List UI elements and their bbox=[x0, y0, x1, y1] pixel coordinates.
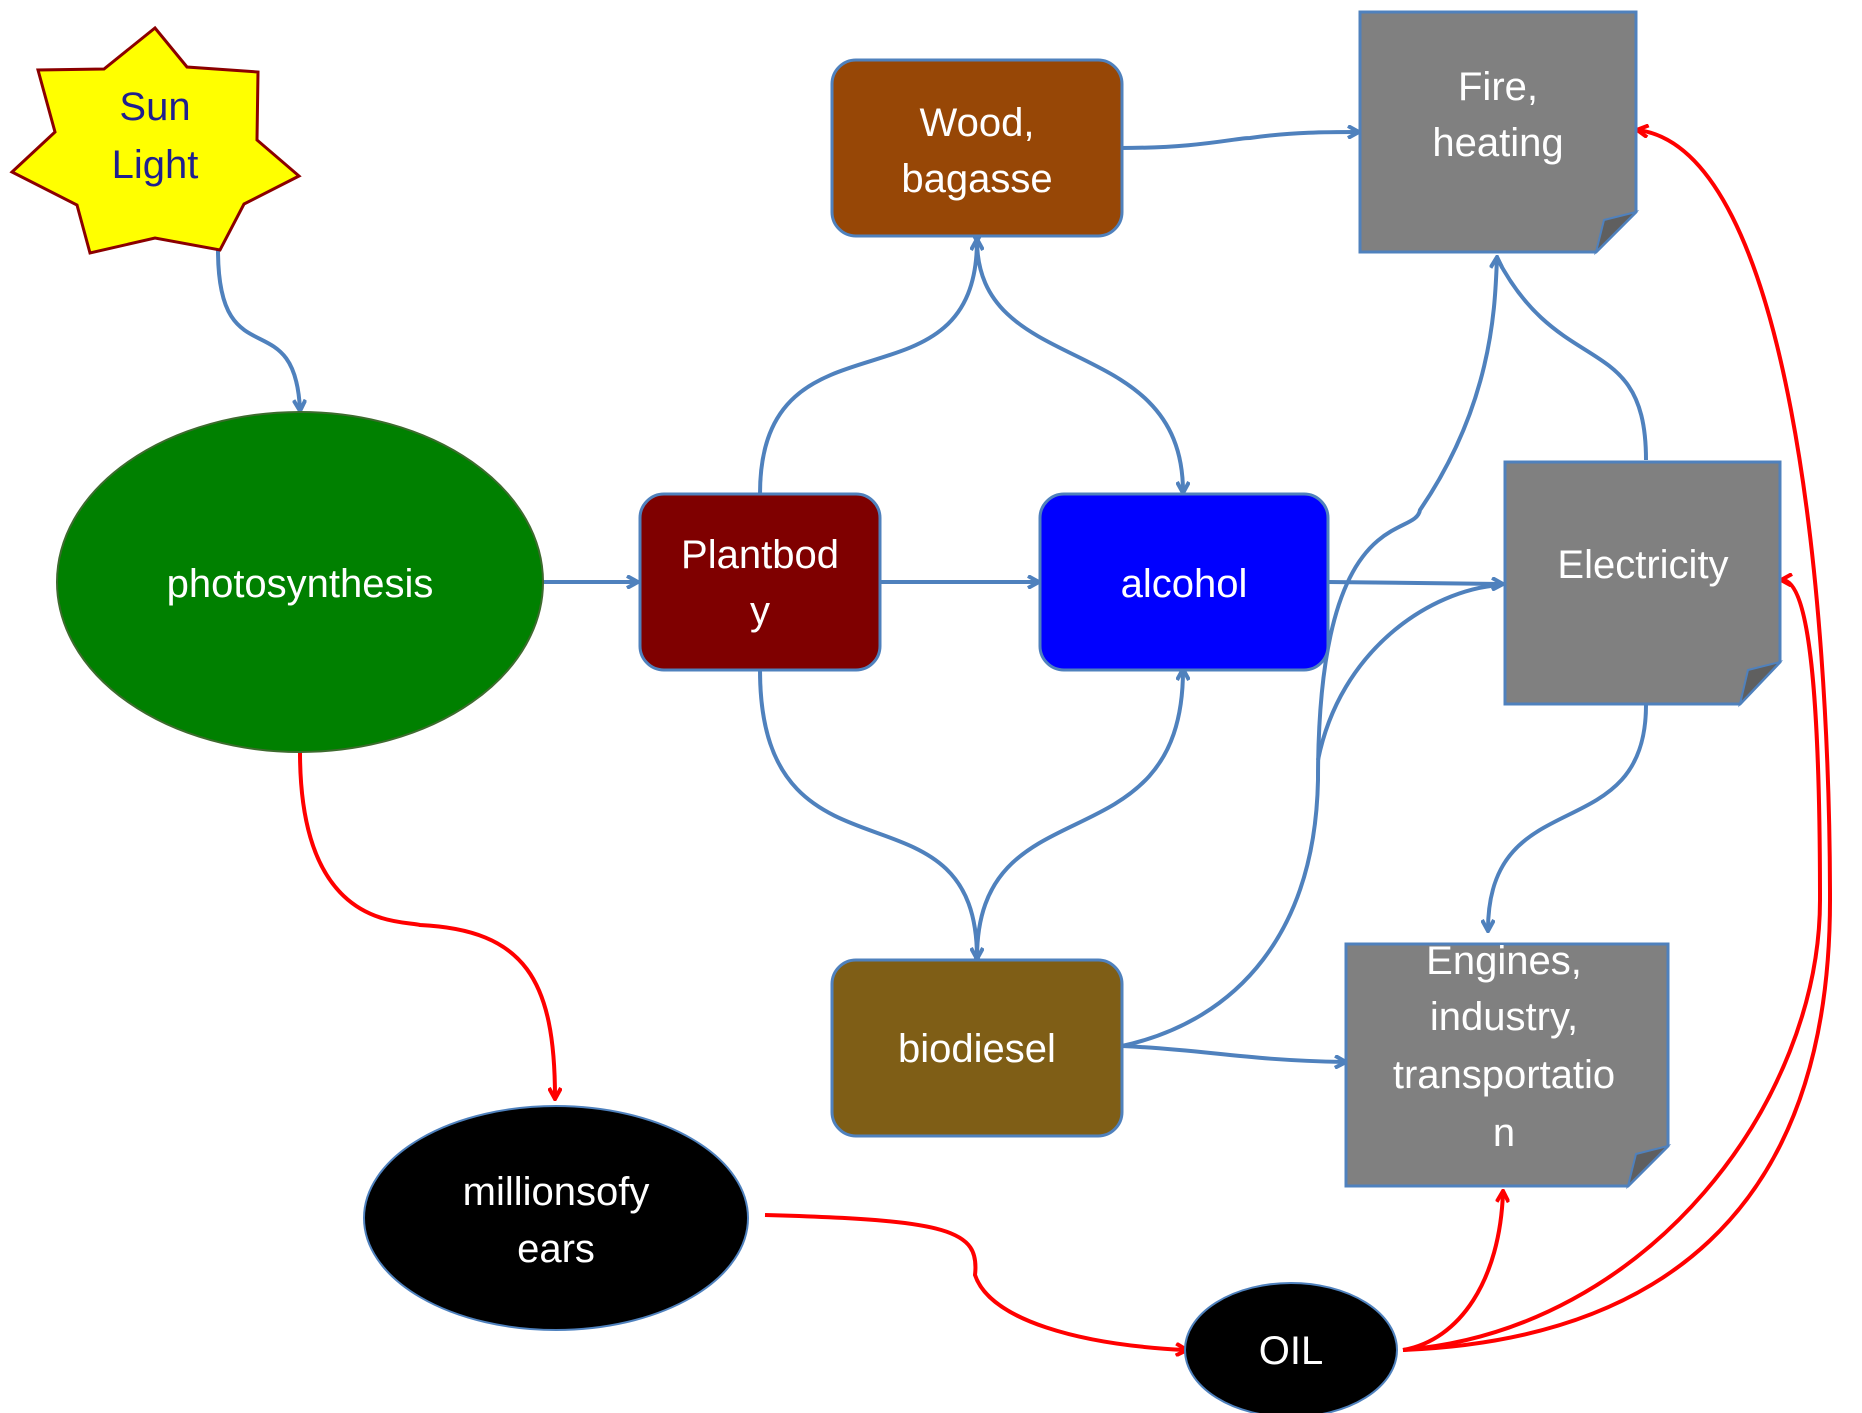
arrow-wood-alcohol-connector bbox=[977, 240, 1183, 492]
arrow-sun-to-photosynthesis bbox=[216, 249, 300, 410]
electricity-label: Electricity bbox=[1557, 543, 1728, 587]
fire-heating-node: Fire, heating bbox=[1358, 10, 1640, 256]
fire-fold-corner bbox=[1594, 210, 1640, 256]
millions-label-line2: ears bbox=[517, 1227, 595, 1271]
fire-label-line1: Fire, bbox=[1458, 65, 1538, 109]
millions-label-line1: millionsofy bbox=[463, 1170, 650, 1214]
oil-label: OIL bbox=[1259, 1329, 1323, 1373]
arrow-millions-to-oil bbox=[764, 1213, 1186, 1350]
biodiesel-node: biodiesel bbox=[830, 958, 1124, 1138]
photosynthesis-node: photosynthesis bbox=[56, 411, 544, 753]
arrow-oil-to-engines bbox=[1402, 1192, 1503, 1352]
arrow-plantbody-to-wood bbox=[758, 240, 977, 495]
arrow-wood-to-fire bbox=[1119, 132, 1358, 150]
plantbody-label-line1: Plantbod bbox=[681, 533, 839, 577]
arrow-alcohol-to-fire bbox=[1316, 258, 1497, 781]
arrow-electricity-to-fire bbox=[1495, 257, 1648, 461]
electricity-node: Electricity bbox=[1503, 460, 1784, 708]
arrow-photosynthesis-to-millions bbox=[298, 751, 555, 1098]
oil-node: OIL bbox=[1184, 1282, 1398, 1413]
alcohol-node: alcohol bbox=[1038, 492, 1330, 672]
engines-node: Engines, industry, transportatio n bbox=[1344, 939, 1672, 1190]
red-connectors bbox=[298, 130, 1833, 1352]
arrow-biodiesel-to-fire bbox=[1121, 779, 1320, 1048]
millions-of-years-node: millionsofy ears bbox=[363, 1105, 749, 1331]
engines-label-line3: transportatio bbox=[1393, 1053, 1615, 1097]
engines-label-line1: Engines, bbox=[1426, 939, 1582, 983]
photosynthesis-label: photosynthesis bbox=[167, 562, 434, 606]
plantbody-label-line2: y bbox=[750, 589, 770, 633]
arrow-oil-to-electricity bbox=[1402, 580, 1823, 1352]
sun-star-icon bbox=[9, 25, 302, 255]
arrow-biodiesel-alcohol-connector bbox=[977, 670, 1183, 958]
arrow-biodiesel-to-electricity bbox=[1316, 583, 1501, 761]
alcohol-label: alcohol bbox=[1121, 562, 1248, 606]
arrow-biodiesel-to-engines bbox=[1121, 1044, 1345, 1062]
arrow-oil-to-fire bbox=[1402, 130, 1833, 1352]
engines-fold-corner bbox=[1626, 1144, 1672, 1190]
wood-label-line2: bagasse bbox=[901, 157, 1052, 201]
plantbody-node: Plantbod y bbox=[638, 492, 882, 672]
sun-label-line2: Light bbox=[112, 143, 199, 187]
arrow-alcohol-to-electricity bbox=[1327, 582, 1502, 584]
arrow-electricity-to-engines bbox=[1488, 704, 1648, 930]
electricity-fold-corner bbox=[1738, 660, 1784, 708]
engines-label-line4: n bbox=[1493, 1111, 1515, 1155]
wood-label-line1: Wood, bbox=[920, 101, 1035, 145]
biodiesel-label: biodiesel bbox=[898, 1027, 1056, 1071]
sun-light-node: Sun Light bbox=[9, 25, 302, 255]
blue-connectors bbox=[216, 132, 1648, 1062]
arrow-plantbody-to-biodiesel bbox=[758, 669, 977, 958]
sun-label-line1: Sun bbox=[119, 85, 190, 129]
fire-label-line2: heating bbox=[1432, 121, 1563, 165]
wood-node: Wood, bagasse bbox=[830, 58, 1124, 238]
engines-label-line2: industry, bbox=[1430, 995, 1578, 1039]
